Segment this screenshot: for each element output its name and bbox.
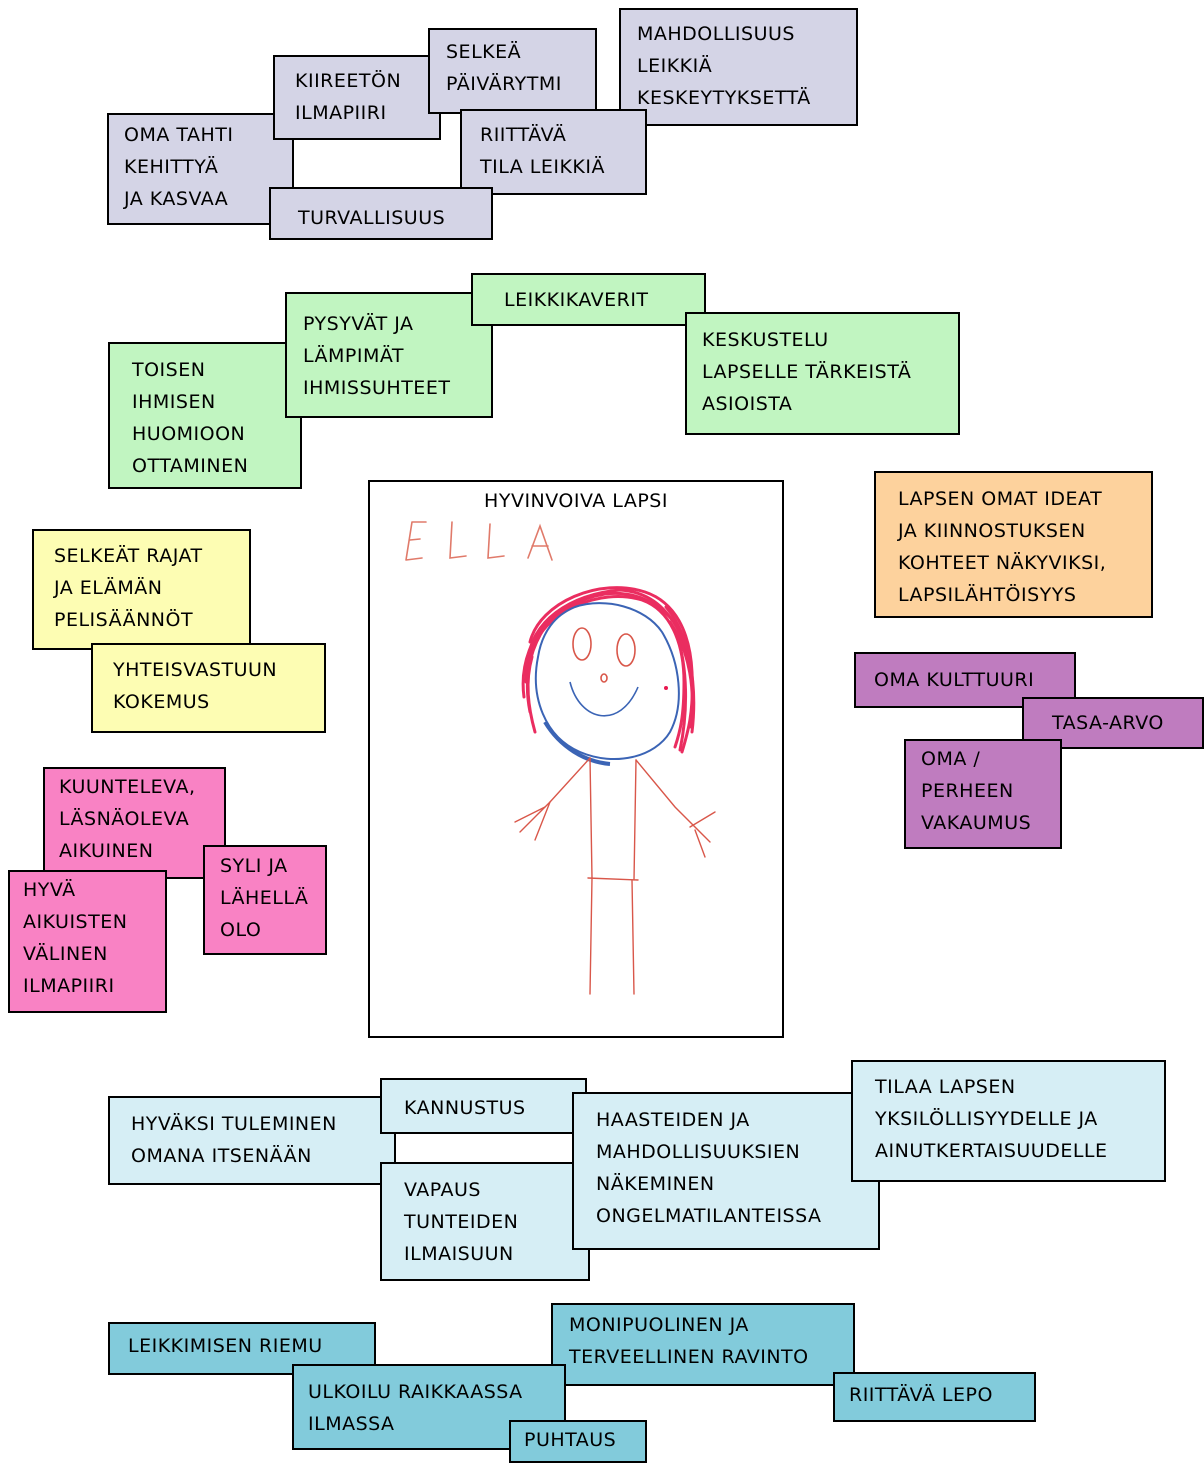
note-tilaa-lapsen: TILAA LAPSEN YKSILÖLLISYYDELLE JA AINUTK… [851, 1060, 1166, 1182]
note-leikkikaverit: LEIKKIKAVERIT [471, 273, 706, 326]
note-riittava-lepo: RIITTÄVÄ LEPO [833, 1372, 1036, 1422]
note-haasteiden: HAASTEIDEN JA MAHDOLLISUUKSIEN NÄKEMINEN… [572, 1092, 880, 1250]
note-kiireeton-ilmapiiri: KIIREETÖN ILMAPIIRI [273, 55, 441, 140]
center-title: HYVINVOIVA LAPSI [484, 490, 668, 512]
note-vapaus-tunteiden: VAPAUS TUNTEIDEN ILMAISUUN [380, 1162, 590, 1281]
nose [600, 673, 608, 683]
note-turvallisuus: TURVALLISUUS [269, 187, 493, 240]
mouth [569, 681, 639, 717]
handwritten-signature [405, 521, 553, 561]
note-lapsen-omat-ideat: LAPSEN OMAT IDEAT JA KIINNOSTUKSEN KOHTE… [874, 471, 1153, 618]
child-drawing-frame: HYVINVOIVA LAPSI [368, 480, 784, 1038]
note-yhteisvastuun-kokemus: YHTEISVASTUUN KOKEMUS [91, 643, 326, 733]
note-mahdollisuus-leikkia: MAHDOLLISUUS LEIKKIÄ KESKEYTYKSETTÄ [619, 8, 858, 126]
note-perheen-vakaumus: OMA / PERHEEN VAKAUMUS [904, 739, 1062, 849]
note-monipuolinen-ravinto: MONIPUOLINEN JA TERVEELLINEN RAVINTO [551, 1303, 855, 1386]
note-toisen-ihmisen: TOISEN IHMISEN HUOMIOON OTTAMINEN [108, 342, 302, 489]
note-oma-kulttuuri: OMA KULTTUURI [854, 652, 1076, 708]
note-kuunteleva-aikuinen: KUUNTELEVA, LÄSNÄOLEVA AIKUINEN [43, 767, 226, 879]
note-oma-tahti: OMA TAHTI KEHITTYÄ JA KASVAA [107, 113, 294, 225]
note-hyvaksi-tuleminen: HYVÄKSI TULEMINEN OMANA ITSENÄÄN [108, 1096, 396, 1185]
right-eye [616, 633, 636, 667]
note-riittava-tila: RIITTÄVÄ TILA LEIKKIÄ [460, 109, 647, 195]
note-puhtaus: PUHTAUS [509, 1420, 647, 1463]
note-keskustelu: KESKUSTELU LAPSELLE TÄRKEISTÄ ASIOISTA [685, 312, 960, 435]
child-drawing [405, 521, 716, 995]
note-selkea-paivarytmi: SELKEÄ PÄIVÄRYTMI [428, 28, 597, 114]
body-lines [514, 757, 716, 995]
note-kannustus: KANNUSTUS [380, 1078, 587, 1134]
note-pysyvat-ihmissuhteet: PYSYVÄT JA LÄMPIMÄT IHMISSUHTEET [285, 292, 493, 418]
cheek-dot [664, 686, 668, 690]
note-selkeat-rajat: SELKEÄT RAJAT JA ELÄMÄN PELISÄÄNNÖT [32, 529, 251, 650]
note-syli-lahella: SYLI JA LÄHELLÄ OLO [203, 845, 327, 955]
left-eye [572, 627, 592, 661]
chin-scribble [543, 720, 611, 766]
note-hyva-ilmapiiri: HYVÄ AIKUISTEN VÄLINEN ILMAPIIRI [8, 870, 167, 1013]
